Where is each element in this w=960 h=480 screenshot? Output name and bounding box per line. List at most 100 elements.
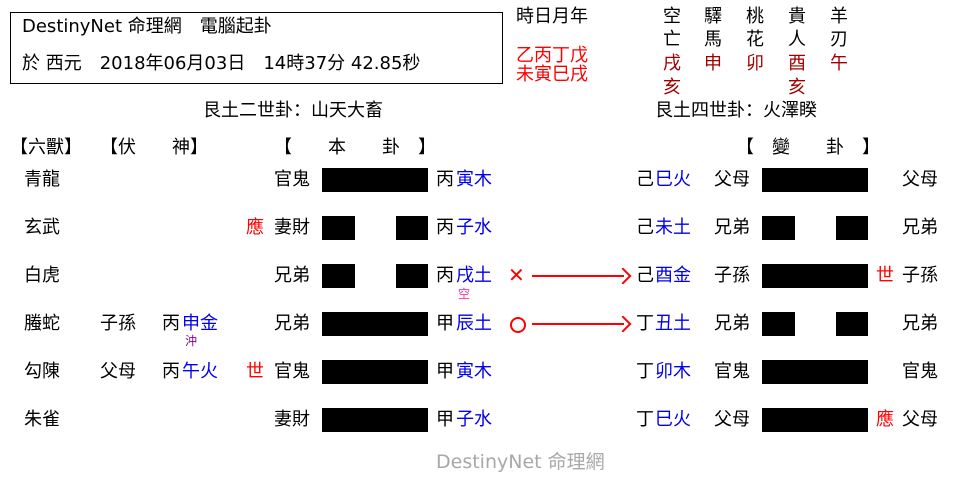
six-beast: 朱雀 — [24, 409, 60, 430]
changed-branch: 卯木 — [655, 361, 691, 382]
ying-marker: 應 — [246, 217, 264, 238]
line-branch: 子水 — [456, 409, 492, 430]
yin-line-left — [322, 216, 355, 240]
line-branch: 子水 — [456, 217, 492, 238]
changed-yang-line — [762, 360, 868, 384]
shensha-value: 午 — [830, 53, 848, 74]
six-beast: 勾陳 — [24, 361, 60, 382]
shensha-name-top: 貴 — [788, 6, 806, 27]
changed-relation: 官鬼 — [714, 361, 750, 382]
changed-branch: 未土 — [655, 217, 691, 238]
pillars-stems: 乙丙丁戊 — [516, 45, 588, 66]
six-relation: 官鬼 — [274, 361, 310, 382]
six-relation: 官鬼 — [274, 169, 310, 190]
changed-branch: 丑土 — [655, 313, 691, 334]
line-stem: 甲 — [436, 409, 454, 430]
shensha-name-bottom: 亡 — [663, 29, 681, 50]
original-hexagram-header: 【 本 卦 】 — [274, 137, 436, 158]
shensha-name-top: 空 — [663, 6, 681, 27]
changed-right-relation: 官鬼 — [902, 361, 938, 382]
line-branch: 辰土 — [456, 313, 492, 334]
yin-line-right — [396, 264, 428, 288]
changed-branch: 巳火 — [655, 409, 691, 430]
shensha-value: 卯 — [746, 53, 764, 74]
line-branch: 寅木 — [456, 361, 492, 382]
line-branch: 戌土 — [456, 265, 492, 286]
changed-right-relation: 兄弟 — [902, 313, 938, 334]
shensha-name-bottom: 刃 — [830, 29, 848, 50]
changed-stem: 己 — [636, 265, 654, 286]
changed-yin-line-right — [836, 312, 868, 336]
yang-line — [322, 360, 428, 384]
hidden-branch: 午火 — [182, 361, 218, 382]
header-date: 於 西元 2018年06月03日 14時37分 42.85秒 — [22, 53, 421, 74]
shensha-name-top: 桃 — [746, 6, 764, 27]
changed-yang-line — [762, 264, 868, 288]
hidden-relation: 父母 — [100, 361, 136, 382]
changed-yang-line — [762, 408, 868, 432]
six-beast: 螣蛇 — [24, 313, 60, 334]
header-title: DestinyNet 命理網 電腦起卦 — [22, 16, 272, 37]
changed-relation: 父母 — [714, 169, 750, 190]
changed-stem: 丁 — [636, 313, 654, 334]
shensha-value: 申 — [704, 53, 722, 74]
yin-line-right — [396, 216, 428, 240]
changed-stem: 己 — [636, 169, 654, 190]
changed-stem: 己 — [636, 217, 654, 238]
shi-marker: 世 — [246, 361, 264, 382]
moving-yang-o-icon — [510, 317, 526, 333]
yang-line — [322, 168, 428, 192]
changed-yin-line-left — [762, 312, 795, 336]
six-beast: 青龍 — [24, 169, 60, 190]
pillars-label: 時日月年 — [516, 6, 588, 27]
watermark: DestinyNet 命理網 — [436, 451, 605, 473]
six-relation: 妻財 — [274, 409, 310, 430]
changed-stem: 丁 — [636, 361, 654, 382]
six-beast: 玄武 — [24, 217, 60, 238]
pillars-branches: 未寅巳戌 — [516, 64, 588, 85]
void-note: 空 — [458, 287, 471, 301]
line-stem: 甲 — [436, 313, 454, 334]
changed-relation: 兄弟 — [714, 217, 750, 238]
changed-hexagram-title: 艮土四世卦：火澤睽 — [655, 100, 817, 121]
shensha-value: 酉 — [788, 53, 806, 74]
original-hexagram-title: 艮土二世卦：山天大畜 — [203, 100, 383, 121]
change-arrow-line — [532, 323, 624, 325]
moving-yin-x-icon: ✕ — [508, 263, 525, 287]
header-box — [10, 12, 503, 84]
clash-note: 沖 — [185, 334, 198, 348]
six-relation: 妻財 — [274, 217, 310, 238]
hidden-stem: 丙 — [162, 313, 180, 334]
hidden-spirit-header: 【伏 神】 — [100, 137, 208, 158]
arrow-right-icon — [614, 267, 632, 285]
line-stem: 丙 — [436, 217, 454, 238]
yang-line — [322, 312, 428, 336]
changed-yang-line — [762, 168, 868, 192]
shensha-value: 亥 — [788, 77, 806, 98]
change-arrow-line — [532, 275, 624, 277]
changed-hexagram-header: 【 變 卦 】 — [736, 137, 880, 158]
shensha-name-bottom: 馬 — [704, 29, 722, 50]
line-stem: 丙 — [436, 265, 454, 286]
six-relation: 兄弟 — [274, 313, 310, 334]
changed-right-relation: 父母 — [902, 409, 938, 430]
line-stem: 甲 — [436, 361, 454, 382]
shensha-name-bottom: 人 — [788, 29, 806, 50]
changed-right-relation: 父母 — [902, 169, 938, 190]
shensha-name-bottom: 花 — [746, 29, 764, 50]
yin-line-left — [322, 264, 355, 288]
shensha-value: 戌 — [663, 53, 681, 74]
changed-relation: 子孫 — [714, 265, 750, 286]
changed-branch: 巳火 — [655, 169, 691, 190]
changed-yin-line-left — [762, 216, 795, 240]
hidden-relation: 子孫 — [100, 313, 136, 334]
six-beast: 白虎 — [24, 265, 60, 286]
six-relation: 兄弟 — [274, 265, 310, 286]
hidden-branch: 申金 — [182, 313, 218, 334]
shensha-name-top: 羊 — [830, 6, 848, 27]
arrow-right-icon — [614, 315, 632, 333]
shensha-value: 亥 — [663, 77, 681, 98]
changed-yin-line-right — [836, 216, 868, 240]
changed-right-relation: 兄弟 — [902, 217, 938, 238]
ying-marker: 應 — [876, 409, 894, 430]
